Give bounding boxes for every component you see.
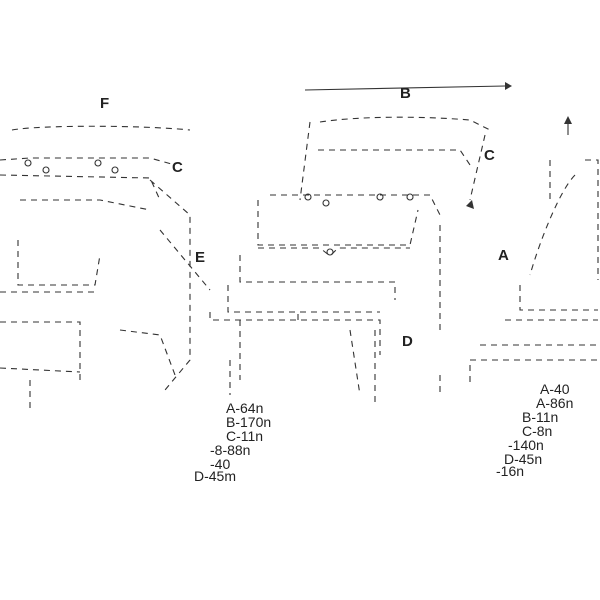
dimension-left-5: -40 xyxy=(210,456,230,472)
label-c-left: C xyxy=(172,159,183,176)
dimension-left-1: A-64n xyxy=(226,400,263,416)
arrow-up-icon xyxy=(564,116,572,124)
right-side-view: A xyxy=(439,116,599,395)
dimension-right-1: A-40 xyxy=(540,381,570,397)
dimension-right-2: A-86n xyxy=(536,395,573,411)
label-a: A xyxy=(498,247,509,264)
dimension-right-4: C-8n xyxy=(522,423,552,439)
dimension-left-3: C-11n xyxy=(226,428,263,444)
width-arrow: B xyxy=(304,82,512,102)
left-sofa: F C E xyxy=(0,95,205,410)
center-sofa: C D xyxy=(159,116,495,405)
label-c-center: C xyxy=(484,147,495,164)
arrow-down-icon xyxy=(466,200,474,209)
dimension-right-3: B-11n xyxy=(522,409,558,425)
dimension-left-6: D-45m xyxy=(194,468,236,484)
dimension-right-6: D-45n xyxy=(504,451,542,467)
label-d: D xyxy=(402,333,413,350)
arrow-right-icon xyxy=(505,82,512,90)
label-f: F xyxy=(100,95,109,112)
dimension-right-5: -140n xyxy=(508,437,544,453)
label-e: E xyxy=(195,249,205,266)
dimension-left-4: -8-88n xyxy=(210,442,250,458)
dimensions-right: A-40 A-86n B-11n C-8n -140n D-45n -16n xyxy=(496,381,573,479)
label-b: B xyxy=(400,85,411,102)
dimension-left-2: B-170n xyxy=(226,414,271,430)
dimension-right-7: -16n xyxy=(496,463,524,479)
dimensions-left: A-64n B-170n C-11n -8-88n -40 D-45m xyxy=(194,400,271,484)
